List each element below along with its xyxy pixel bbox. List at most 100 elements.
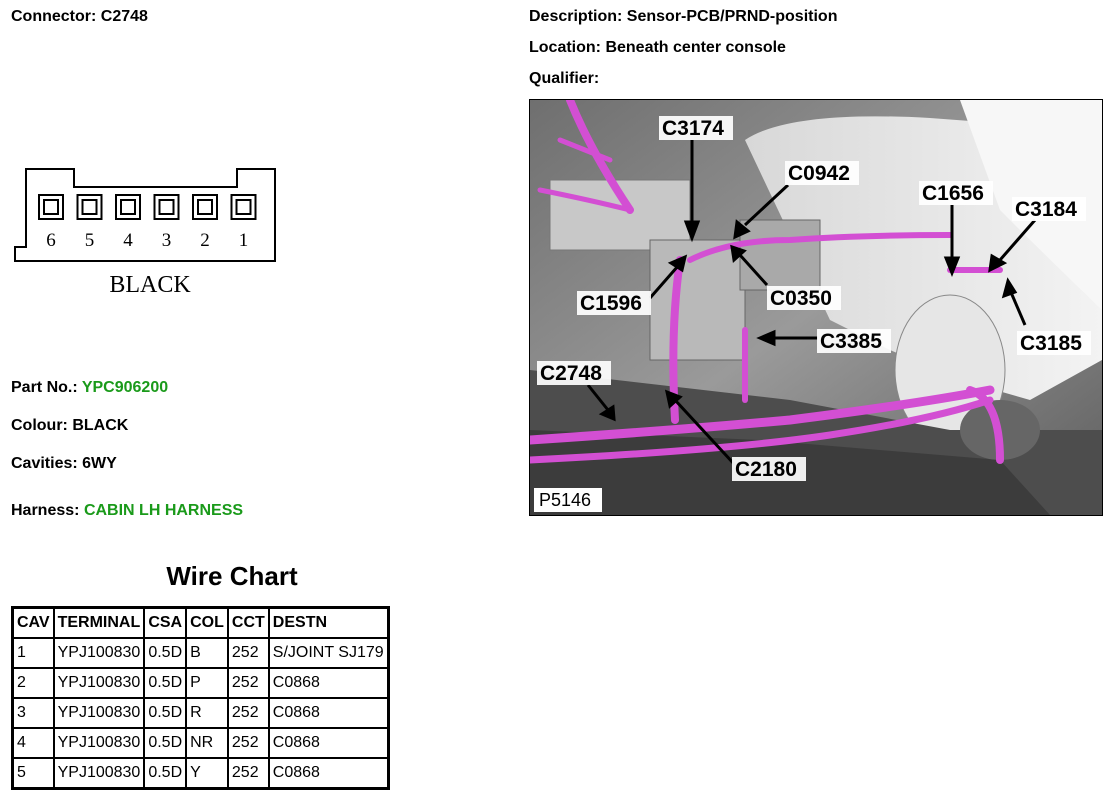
callout-arrows: [586, 140, 1037, 467]
table-cell-csa: 0.5D: [144, 638, 187, 668]
table-cell-destn: S/JOINT SJ179: [268, 638, 388, 668]
table-cell-cav: 4: [13, 728, 54, 758]
wire-chart-title: Wire Chart: [166, 561, 298, 591]
table-cell-terminal: YPJ100830: [53, 698, 145, 728]
location-value: Beneath center console: [605, 39, 786, 56]
pin-number: 5: [85, 230, 95, 251]
table-cell-destn: C0868: [268, 758, 388, 788]
pin-group: 6 5 4 3 2 1: [38, 194, 257, 251]
connector-outline: [14, 168, 276, 262]
harness-field: Harness: CABIN LH HARNESS: [11, 502, 243, 520]
pin-terminal: [158, 199, 175, 215]
wire-chart-header-terminal: TERMINAL: [53, 608, 145, 638]
pin-terminal: [235, 199, 252, 215]
callout-c0942: C0942: [788, 162, 850, 185]
qualifier-field: Qualifier:: [529, 70, 599, 88]
callout-label-background: [577, 291, 651, 315]
pin-terminal: [120, 199, 136, 215]
table-cell-col: B: [186, 638, 228, 668]
harness-link[interactable]: CABIN LH HARNESS: [83, 502, 244, 519]
pin-terminal: [197, 199, 213, 215]
table-cell-csa: 0.5D: [144, 698, 187, 728]
callout-label-background: [659, 116, 733, 140]
image-reference: P5146: [539, 490, 591, 510]
cavities-value: 6WY: [82, 455, 117, 472]
table-cell-cav: 3: [13, 698, 54, 728]
pin-number: 4: [123, 230, 133, 251]
callout-label-background: [817, 329, 891, 353]
location-field: Location: Beneath center console: [529, 39, 786, 57]
callout-label-background: [1012, 197, 1086, 221]
callout-c3174: C3174: [662, 117, 724, 140]
description-field: Description: Sensor-PCB/PRND-position: [529, 8, 837, 26]
table-cell-col: Y: [186, 758, 228, 788]
callout-label-background: [1017, 331, 1091, 355]
table-cell-cav: 5: [13, 758, 54, 788]
callout-c0350: C0350: [770, 287, 832, 310]
table-cell-cct: 252: [227, 638, 269, 668]
cavities-label: Cavities:: [11, 455, 78, 472]
callout-c1596: C1596: [580, 292, 642, 315]
table-cell-cav: 2: [13, 668, 54, 698]
connector-colour-caption: BLACK: [109, 272, 191, 298]
table-cell-terminal: YPJ100830: [53, 728, 145, 758]
wire-chart-header-destn: DESTN: [268, 608, 388, 638]
table-cell-terminal: YPJ100830: [53, 668, 145, 698]
callout-c3184: C3184: [1015, 198, 1077, 221]
pin-number: 2: [200, 230, 210, 251]
colour-label: Colour:: [11, 417, 68, 434]
table-cell-csa: 0.5D: [144, 758, 187, 788]
table-cell-col: NR: [186, 728, 228, 758]
table-cell-cct: 252: [227, 728, 269, 758]
pin-terminal: [81, 199, 98, 215]
callout-label-background: [785, 161, 859, 185]
callout-c2748: C2748: [540, 362, 602, 385]
pin-number: 6: [46, 230, 56, 251]
connector-value: C2748: [100, 8, 148, 25]
table-cell-cct: 252: [227, 668, 269, 698]
table-cell-csa: 0.5D: [144, 728, 187, 758]
table-cell-terminal: YPJ100830: [53, 638, 145, 668]
description-label: Description:: [529, 8, 623, 25]
table-cell-col: P: [186, 668, 228, 698]
pin-number: 3: [162, 230, 172, 251]
callout-c3185: C3185: [1020, 332, 1082, 355]
part-no-link[interactable]: YPC906200: [81, 379, 169, 396]
harness-lines: [530, 100, 1004, 464]
table-cell-csa: 0.5D: [144, 668, 187, 698]
pin-number: 1: [239, 230, 249, 251]
wire-chart-header-csa: CSA: [144, 608, 187, 638]
callout-label-background: [767, 286, 841, 310]
connector-field: Connector: C2748: [11, 8, 148, 26]
harness-label: Harness:: [11, 502, 80, 519]
wire-chart-header-cav: CAV: [13, 608, 54, 638]
colour-field: Colour: BLACK: [11, 417, 128, 435]
callout-label-background: [537, 361, 611, 385]
callout-c1656: C1656: [922, 182, 984, 205]
table-cell-terminal: YPJ100830: [53, 758, 145, 788]
cavities-field: Cavities: 6WY: [11, 455, 117, 473]
callout-c3385: C3385: [820, 330, 882, 353]
colour-value: BLACK: [72, 417, 129, 434]
table-cell-cct: 252: [227, 758, 269, 788]
callout-label-background: [732, 457, 806, 481]
pin-terminal: [43, 199, 59, 215]
description-value: Sensor-PCB/PRND-position: [626, 8, 838, 25]
table-cell-destn: C0868: [268, 698, 388, 728]
wire-chart-header-cct: CCT: [227, 608, 269, 638]
table-cell-cav: 1: [13, 638, 54, 668]
wire-chart-header-col: COL: [186, 608, 228, 638]
part-no-label: Part No.:: [11, 379, 78, 396]
table-cell-destn: C0868: [268, 728, 388, 758]
